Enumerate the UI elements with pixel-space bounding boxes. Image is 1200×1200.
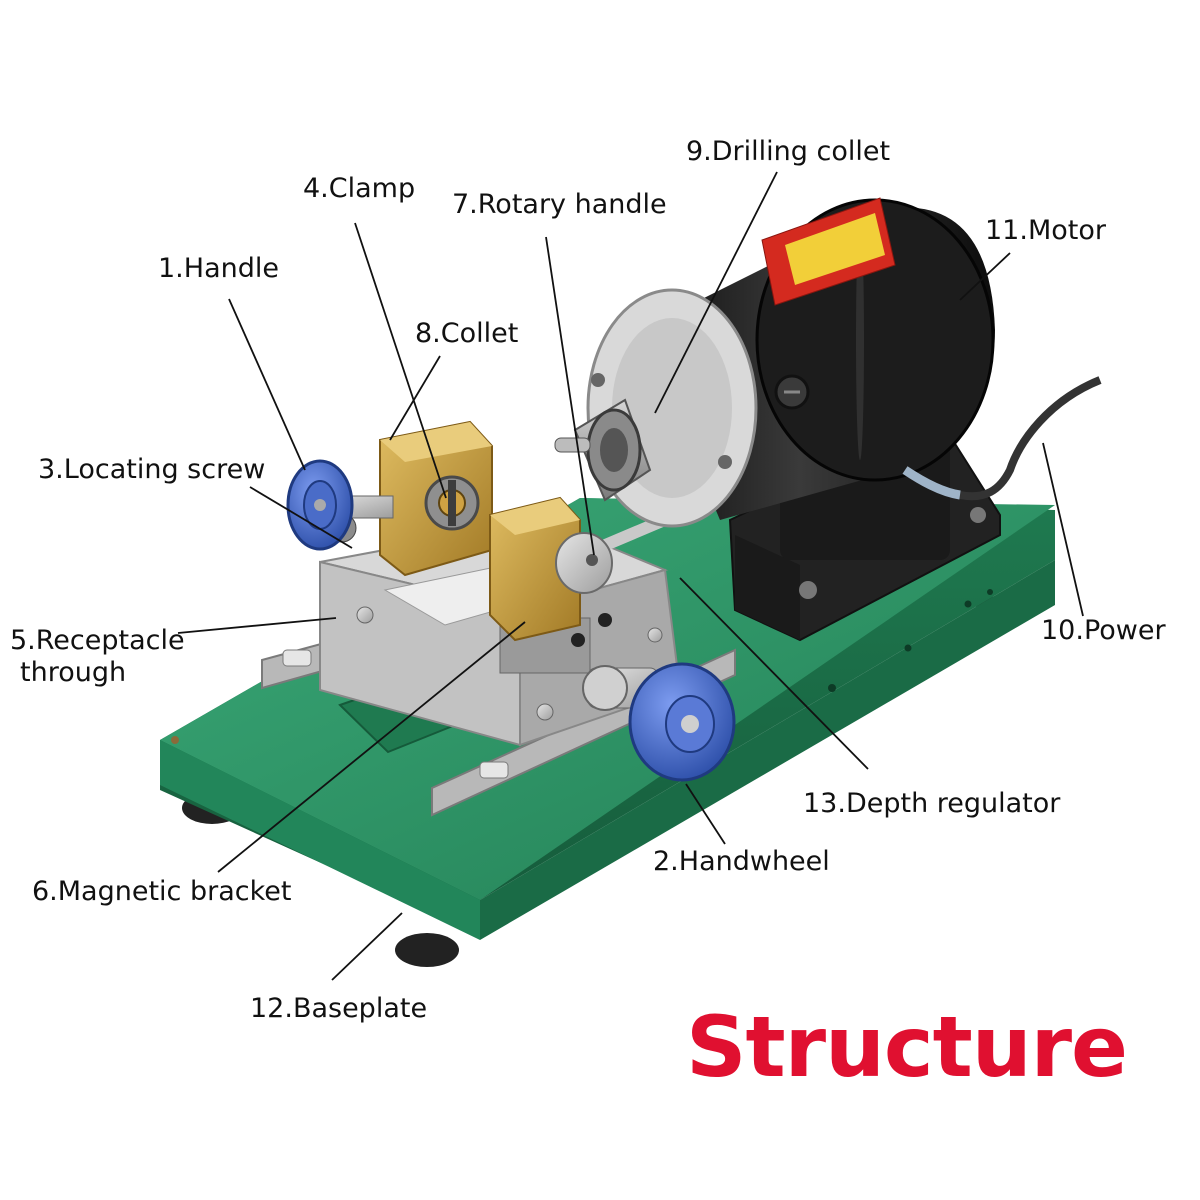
leader-drilling-collet xyxy=(654,171,778,414)
leader-locating-screw xyxy=(249,486,353,549)
leader-clamp xyxy=(354,222,447,499)
label-depth-regulator: 13.Depth regulator xyxy=(803,788,1061,819)
leader-collet xyxy=(389,355,441,441)
label-receptacle-line1: 5.Receptacle xyxy=(10,625,185,656)
leader-lines xyxy=(177,171,1084,981)
leader-rotary-handle xyxy=(545,236,595,556)
leader-depth-regulator xyxy=(679,577,869,770)
label-locating-screw: 3.Locating screw xyxy=(38,454,266,485)
leader-magnetic-bracket xyxy=(217,621,526,873)
label-handwheel: 2.Handwheel xyxy=(653,846,830,877)
label-rotary-handle: 7.Rotary handle xyxy=(452,189,667,220)
label-baseplate: 12.Baseplate xyxy=(250,993,428,1024)
label-drilling-collet: 9.Drilling collet xyxy=(686,136,891,167)
label-power: 10.Power xyxy=(1041,615,1166,646)
leader-receptacle xyxy=(177,617,337,634)
power-cord-sleeve xyxy=(902,466,961,500)
label-receptacle-line2: through xyxy=(20,657,127,689)
label-motor: 11.Motor xyxy=(985,215,1106,246)
leader-handwheel xyxy=(685,783,726,845)
handwheel xyxy=(582,662,736,782)
drilling-collet xyxy=(554,288,758,528)
leader-handle xyxy=(228,298,306,471)
label-collet: 8.Collet xyxy=(415,318,519,349)
label-receptacle-through: 5.Receptacle through xyxy=(10,625,210,690)
handle-knob xyxy=(286,459,354,551)
leader-motor xyxy=(959,252,1011,301)
foot xyxy=(395,933,459,967)
diagram-title: Structure xyxy=(686,998,1128,1096)
leader-power xyxy=(1042,442,1084,617)
clamp xyxy=(379,420,581,642)
label-handle: 1.Handle xyxy=(158,253,279,284)
label-clamp: 4.Clamp xyxy=(303,173,416,204)
label-magnetic-bracket: 6.Magnetic bracket xyxy=(32,876,292,907)
power-cord xyxy=(959,376,1102,501)
leader-baseplate xyxy=(331,912,403,981)
